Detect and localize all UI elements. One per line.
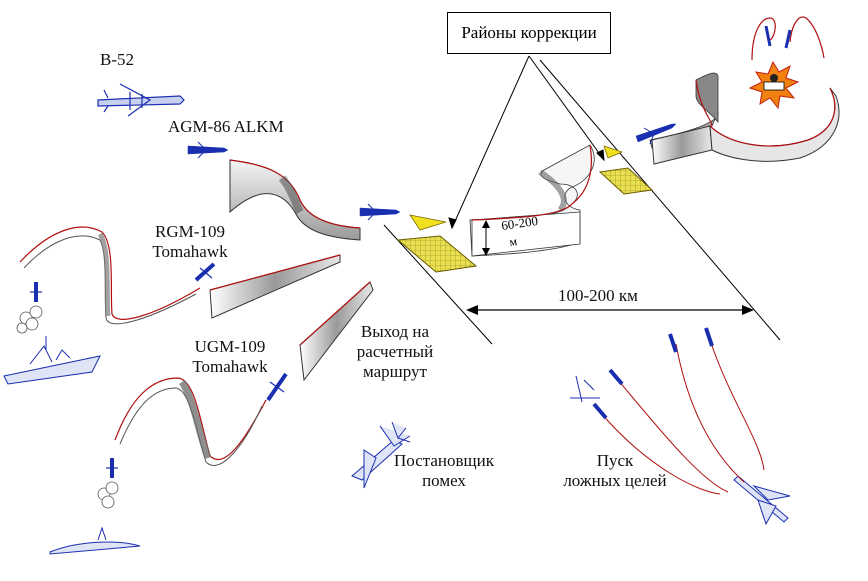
decoy-trajectories [599,339,765,495]
correction-grid-1 [396,214,478,273]
decoy-missiles [570,327,714,420]
decoy-label: Пуск ложных целей [550,451,680,491]
correction-zones-box: Районы коррекции [447,12,611,54]
decoy-line1: Пуск [596,451,634,470]
agm86-label: AGM-86 ALKM [168,117,284,136]
distance-arrow [466,305,754,315]
corridor-lines [383,59,781,345]
agm-terrain-ribbon [229,159,361,241]
jammer-label: Постановщик помех [382,451,506,491]
decoy-line2: ложных целей [563,471,667,490]
correction-grid-2 [598,145,654,195]
target-ribbon [649,16,840,165]
exit-route-label: Выход на расчетный маршрут [345,322,445,382]
rgm109-line2: Tomahawk [152,242,228,261]
ugm-exit-slab [299,281,374,382]
rgm-flight-ribbon [19,226,201,325]
correction-zones-label: Районы коррекции [461,23,597,42]
altitude-value: 60-200 [500,213,539,233]
altitude-unit: м [508,234,518,249]
explosion-icon [748,60,800,110]
rgm109-line1: RGM-109 [155,222,225,241]
rgm109-label: RGM-109 Tomahawk [140,222,240,262]
exit-line3: маршрут [363,362,427,381]
distance-label: 100-200 км [558,286,638,305]
exit-line2: расчетный [356,342,434,361]
ugm109-line2: Tomahawk [192,357,268,376]
fighter-aircraft-icon [733,475,791,526]
altitude-ribbon [469,144,595,257]
submarine-icon [49,526,141,555]
jammer-line1: Постановщик [394,451,494,470]
jammer-line2: помех [422,471,466,490]
exit-line1: Выход на [360,322,430,341]
ugm-flight-ribbon [114,377,267,466]
ship-icon [3,336,101,385]
cruise-missile-icon [30,25,792,478]
ugm109-line1: UGM-109 [194,337,266,356]
rgm-exit-slab [209,254,341,319]
ugm109-label: UGM-109 Tomahawk [180,337,280,377]
b52-label: B-52 [100,50,134,69]
b52-aircraft-icon [97,83,185,117]
launch-smoke [16,305,119,509]
jammer-aircraft-icon [351,421,411,489]
correction-pointers [448,55,605,230]
